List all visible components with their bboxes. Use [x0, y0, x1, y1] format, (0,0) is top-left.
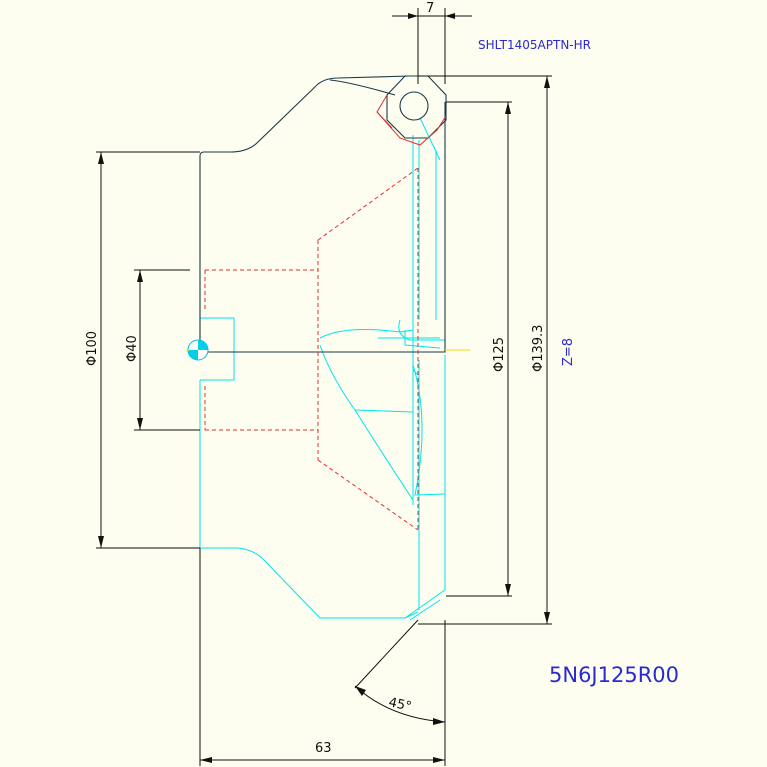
width-top-label: 7	[426, 1, 434, 16]
cutter-dia-label: Φ125	[492, 337, 507, 372]
dimension-cutter-dia: Φ125	[446, 101, 512, 597]
cutter-section-outline	[199, 75, 447, 353]
tool-code-label: 5N6J125R00	[549, 663, 679, 687]
center-mark-icon	[186, 339, 470, 361]
bore-dia-label: Φ40	[125, 335, 140, 362]
length-label: 63	[315, 741, 332, 756]
part-code-label: SHLT1405APTN-HR	[478, 38, 591, 52]
hub-dia-label: Φ100	[85, 331, 100, 366]
dimension-angle: 45°	[354, 619, 446, 725]
dimension-length: 63	[199, 548, 446, 766]
dimension-width-top: 7	[392, 1, 472, 84]
angle-label: 45°	[387, 695, 413, 714]
dimension-hub-dia: Φ100	[85, 151, 200, 549]
teeth-count-label: Z=8	[561, 338, 576, 366]
hidden-lines	[204, 94, 447, 531]
dimension-bore-dia: Φ40	[125, 269, 200, 431]
cutter-body-outline	[199, 117, 446, 621]
outer-dia-label: Φ139.3	[531, 325, 546, 372]
dimension-outer-dia: Φ139.3	[418, 75, 552, 625]
